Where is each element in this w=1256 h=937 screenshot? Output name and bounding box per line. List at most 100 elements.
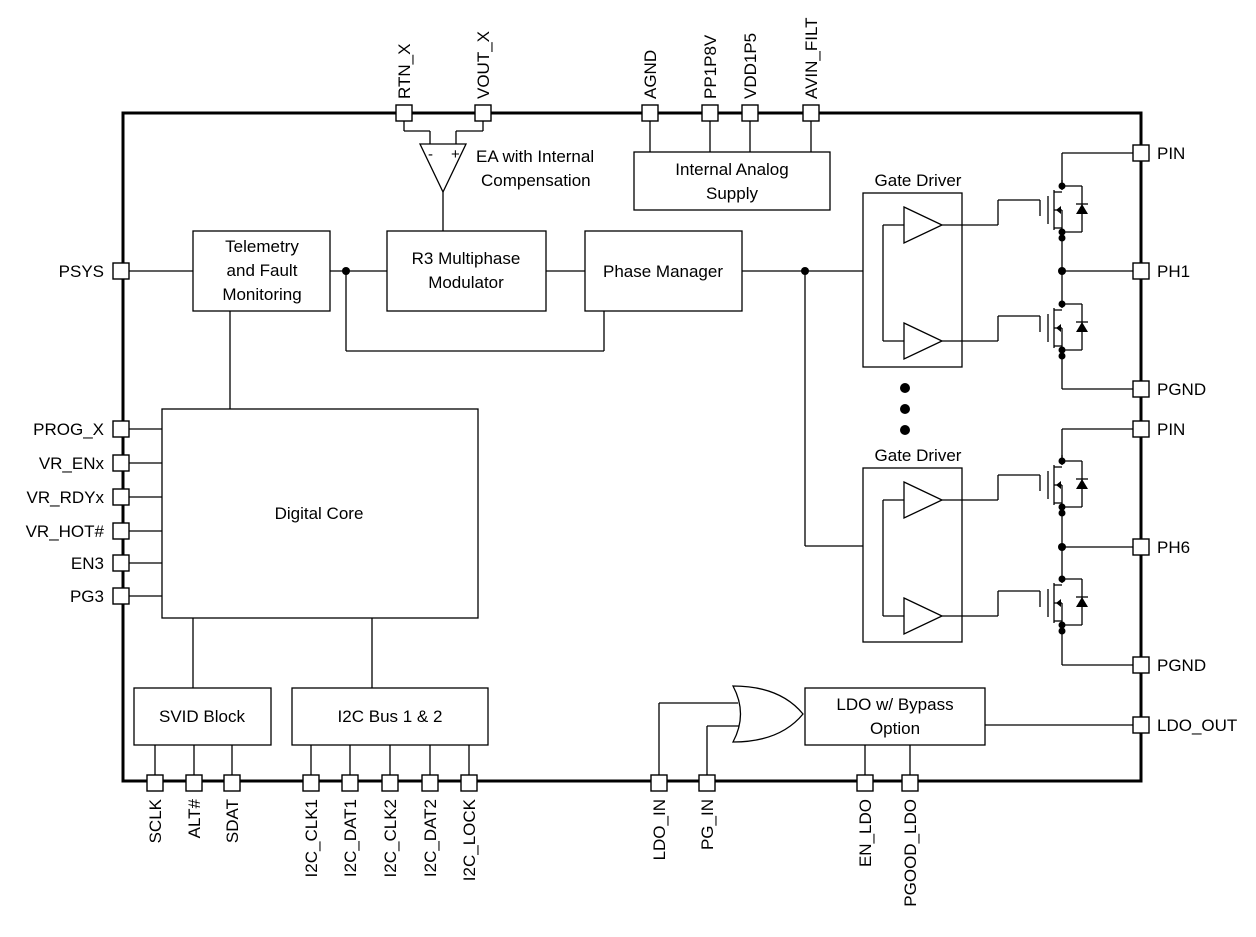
ea-minus: -	[428, 146, 433, 163]
error-amplifier: - + EA with Internal Compensation	[418, 143, 594, 231]
pin-label-en3: EN3	[71, 554, 104, 573]
ea-label-2: Compensation	[481, 171, 591, 190]
ldo-label-1: LDO w/ Bypass	[836, 695, 953, 714]
pin-prog-x	[112, 420, 130, 438]
pin-label-pin-2: PIN	[1157, 420, 1185, 439]
bottom-pins: SCLK ALT# SDAT I2C_CLK1 I2C_DAT1 I2C_CLK…	[146, 774, 920, 907]
pin-vdd1p5	[741, 104, 759, 122]
pin-label-prog-x: PROG_X	[33, 420, 104, 439]
pin-vout-x	[474, 104, 492, 122]
pin-i2c-clk1	[302, 774, 320, 792]
pin-ldo-in	[650, 774, 668, 792]
ldo-section: LDO w/ Bypass Option	[658, 685, 1133, 775]
pin-label-agnd: AGND	[641, 50, 660, 99]
pin-label-ph1: PH1	[1157, 262, 1190, 281]
pin-label-sclk: SCLK	[146, 798, 165, 843]
pin-pg-in	[698, 774, 716, 792]
ea-label-1: EA with Internal	[476, 147, 594, 166]
ldo-label-2: Option	[870, 719, 920, 738]
pin-i2c-clk2	[381, 774, 399, 792]
pin-agnd	[641, 104, 659, 122]
power-stage-1	[1047, 152, 1133, 390]
pin-label-ph6: PH6	[1157, 538, 1190, 557]
pin-sclk	[146, 774, 164, 792]
modulator-label-1: R3 Multiphase	[412, 249, 521, 268]
modulator-block: R3 Multiphase Modulator	[386, 230, 547, 312]
pin-label-alt: ALT#	[185, 798, 204, 838]
ea-plus: +	[451, 146, 460, 163]
pin-i2c-dat2	[421, 774, 439, 792]
pin-label-i2c-clk2: I2C_CLK2	[381, 799, 400, 877]
pin-sdat	[223, 774, 241, 792]
supply-label-1: Internal Analog	[675, 160, 788, 179]
pin-label-vr-rdyx: VR_RDYx	[27, 488, 105, 507]
pin-pgnd-2	[1132, 656, 1150, 674]
i2c-block: I2C Bus 1 & 2	[291, 618, 489, 775]
power-stage-2	[1047, 428, 1133, 666]
pin-label-pgnd-1: PGND	[1157, 380, 1206, 399]
pin-ph1	[1132, 262, 1150, 280]
pin-label-ldo-out: LDO_OUT	[1157, 716, 1237, 735]
phase-manager-label: Phase Manager	[603, 262, 723, 281]
pin-label-pp1p8v: PP1P8V	[701, 34, 720, 99]
pin-label-sdat: SDAT	[223, 799, 242, 843]
telemetry-label-1: Telemetry	[225, 237, 299, 256]
pin-alt	[185, 774, 203, 792]
pin-vr-rdyx	[112, 488, 130, 506]
pin-label-i2c-lock: I2C_LOCK	[460, 798, 479, 881]
pin-vr-enx	[112, 454, 130, 472]
right-pins: PIN PH1 PGND PIN PH6 PGND LDO_OUT	[1132, 144, 1237, 735]
pin-label-psys: PSYS	[59, 262, 104, 281]
pin-ldo-out	[1132, 716, 1150, 734]
supply-label-2: Supply	[706, 184, 758, 203]
svid-block: SVID Block	[133, 618, 272, 775]
pin-avin-filt	[802, 104, 820, 122]
pin-ph6	[1132, 538, 1150, 556]
chip-outline	[121, 111, 1143, 783]
svid-label: SVID Block	[159, 707, 245, 726]
psys-wiring: PSYS	[59, 262, 863, 547]
modulator-label-2: Modulator	[428, 273, 504, 292]
pin-pin-1	[1132, 144, 1150, 162]
pin-label-ldo-in: LDO_IN	[650, 799, 669, 860]
digital-core-label: Digital Core	[275, 504, 364, 523]
telemetry-label-3: Monitoring	[222, 285, 301, 304]
pin-pin-2	[1132, 420, 1150, 438]
top-pins: RTN_X VOUT_X AGND PP1P8V VDD1P5 AVIN_FIL…	[395, 17, 821, 152]
pin-label-pg-in: PG_IN	[698, 799, 717, 850]
pin-label-i2c-clk1: I2C_CLK1	[302, 799, 321, 877]
i2c-label: I2C Bus 1 & 2	[338, 707, 443, 726]
pin-label-rtn-x: RTN_X	[395, 44, 414, 99]
gate-driver-1: Gate Driver	[862, 171, 1041, 368]
pin-label-pin-1: PIN	[1157, 144, 1185, 163]
gate-driver-2-label: Gate Driver	[875, 446, 962, 465]
left-pins: PROG_X VR_ENx VR_RDYx VR_HOT# EN3 PG3	[26, 420, 162, 606]
pin-label-pgnd-2: PGND	[1157, 656, 1206, 675]
pin-label-vdd1p5: VDD1P5	[741, 33, 760, 99]
pin-en3	[112, 554, 130, 572]
phase-ellipsis	[900, 383, 910, 435]
pin-label-vout-x: VOUT_X	[474, 31, 493, 99]
pin-pgood-ldo	[901, 774, 919, 792]
telemetry-block: Telemetry and Fault Monitoring	[192, 230, 331, 312]
pin-psys	[112, 262, 130, 280]
pin-label-vr-enx: VR_ENx	[39, 454, 105, 473]
pin-label-en-ldo: EN_LDO	[856, 799, 875, 867]
pin-label-pgood-ldo: PGOOD_LDO	[901, 799, 920, 907]
gate-driver-1-label: Gate Driver	[875, 171, 962, 190]
telemetry-label-2: and Fault	[227, 261, 298, 280]
pin-label-pg3: PG3	[70, 587, 104, 606]
internal-analog-supply: Internal Analog Supply	[633, 151, 831, 211]
phase-manager-block: Phase Manager	[584, 230, 743, 312]
pin-en-ldo	[856, 774, 874, 792]
pin-i2c-dat1	[341, 774, 359, 792]
pin-label-i2c-dat1: I2C_DAT1	[341, 799, 360, 877]
pin-label-avin-filt: AVIN_FILT	[802, 17, 821, 99]
pin-pp1p8v	[701, 104, 719, 122]
digital-core-block: Digital Core	[161, 408, 479, 619]
pin-label-vr-hot: VR_HOT#	[26, 522, 105, 541]
pin-rtn-x	[395, 104, 413, 122]
pin-vr-hot	[112, 522, 130, 540]
pin-pgnd-1	[1132, 380, 1150, 398]
